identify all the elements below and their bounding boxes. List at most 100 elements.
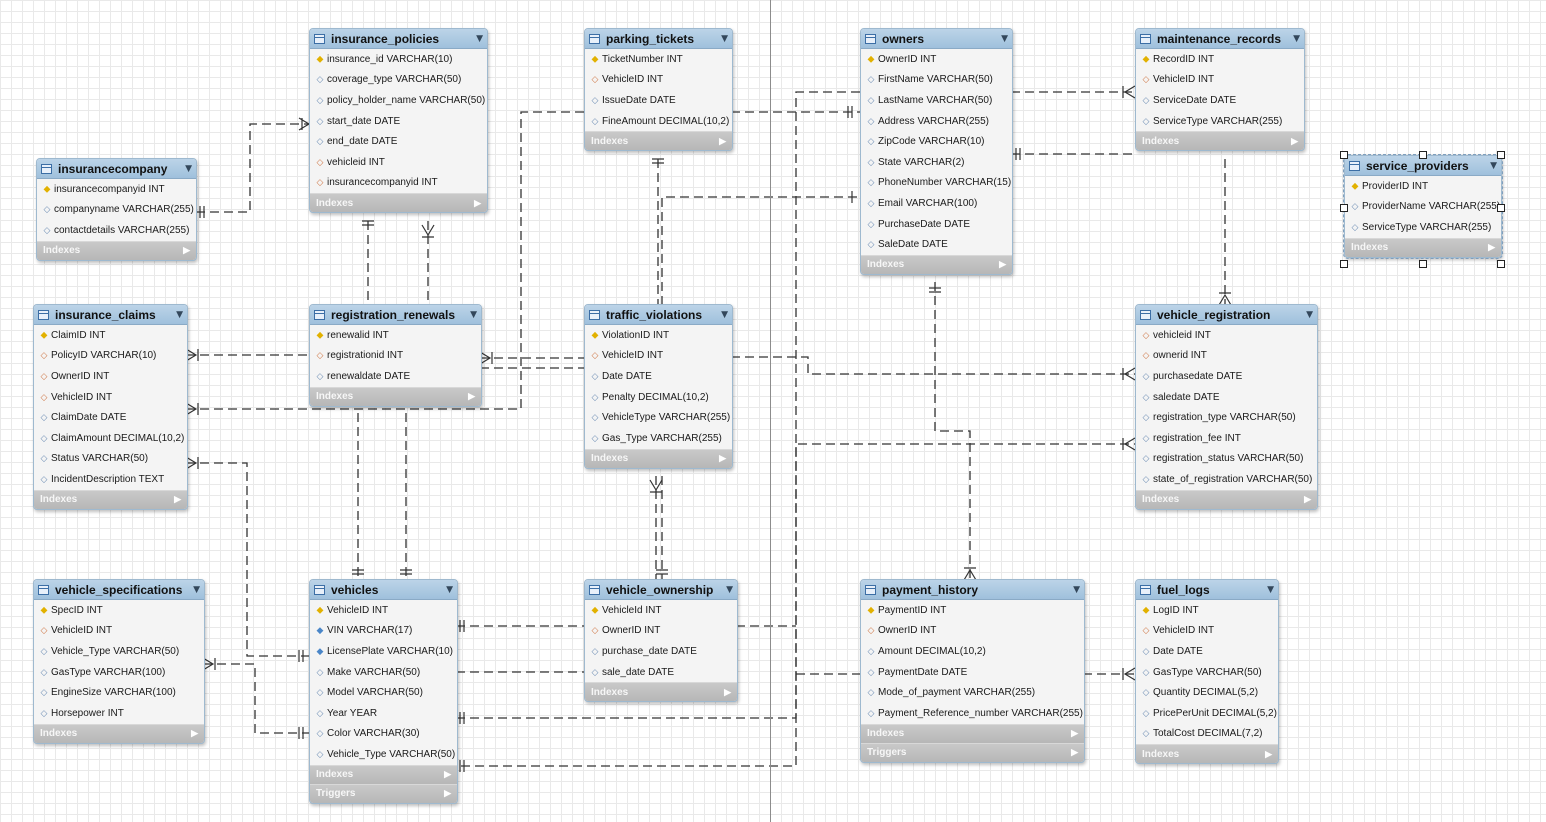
resize-handle-mr[interactable] (1497, 204, 1505, 212)
column-row[interactable]: ◇vehicleid INT (310, 152, 487, 173)
column-row[interactable]: ◇VehicleID INT (34, 387, 187, 408)
table-traffic-violations[interactable]: traffic_violations▼⬥ViolationID INT ◇Vehi… (584, 304, 733, 469)
column-row[interactable]: ◇ServiceDate DATE (1136, 90, 1304, 111)
column-row[interactable]: ◇purchase_date DATE (585, 641, 737, 662)
resize-handle-bl[interactable] (1340, 260, 1348, 268)
column-row[interactable]: ⬥SpecID INT (34, 600, 204, 621)
column-row[interactable]: ◇Date DATE (585, 366, 732, 387)
table-vehicles[interactable]: vehicles▼⬥VehicleID INT◆VIN VARCHAR(17)◆… (309, 579, 458, 804)
expand-arrow-icon[interactable]: ▶ (719, 135, 726, 146)
column-row[interactable]: ◇VehicleID INT (1136, 70, 1304, 91)
collapse-caret-icon[interactable]: ▼ (193, 584, 200, 595)
column-row[interactable]: ⬥ViolationID INT (585, 325, 732, 346)
table-vehicle-registration[interactable]: vehicle_registration▼◇vehicleid INT◇owne… (1135, 304, 1318, 510)
column-row[interactable]: ◆VIN VARCHAR(17) (310, 621, 457, 642)
table-header[interactable]: parking_tickets▼ (585, 29, 732, 49)
section-indexes[interactable]: Indexes▶ (34, 489, 187, 509)
table-vehicle-ownership[interactable]: vehicle_ownership▼⬥VehicleId INT◇OwnerID… (584, 579, 738, 703)
column-row[interactable]: ◇registration_fee INT (1136, 428, 1317, 449)
column-row[interactable]: ⬥renewalid INT (310, 325, 481, 346)
table-parking-tickets[interactable]: parking_tickets▼⬥TicketNumber INT◇Vehicl… (584, 28, 733, 152)
resize-handle-bc[interactable] (1419, 260, 1427, 268)
table-fuel-logs[interactable]: fuel_logs▼⬥LogID INT◇VehicleID INT◇Date … (1135, 579, 1279, 765)
section-indexes[interactable]: Indexes▶ (310, 386, 481, 406)
collapse-caret-icon[interactable]: ▼ (1306, 309, 1313, 320)
collapse-caret-icon[interactable]: ▼ (1001, 33, 1008, 44)
column-row[interactable]: ⬥insurance_id VARCHAR(10) (310, 49, 487, 70)
column-row[interactable]: ◇end_date DATE (310, 131, 487, 152)
column-row[interactable]: ◇GasType VARCHAR(50) (1136, 662, 1278, 683)
expand-arrow-icon[interactable]: ▶ (1304, 494, 1311, 505)
column-row[interactable]: ◇VehicleType VARCHAR(255) (585, 407, 732, 428)
expand-arrow-icon[interactable]: ▶ (183, 245, 190, 256)
table-registration-renewals[interactable]: registration_renewals▼⬥renewalid INT◇reg… (309, 304, 482, 407)
expand-arrow-icon[interactable]: ▶ (719, 453, 726, 464)
table-header[interactable]: vehicle_ownership▼ (585, 580, 737, 600)
table-header[interactable]: insurance_policies▼ (310, 29, 487, 49)
table-insurance-claims[interactable]: insurance_claims▼⬥ClaimID INT◇PolicyID V… (33, 304, 188, 510)
expand-arrow-icon[interactable]: ▶ (444, 769, 451, 780)
column-row[interactable]: ◇State VARCHAR(2) (861, 152, 1012, 173)
collapse-caret-icon[interactable]: ▼ (721, 309, 728, 320)
expand-arrow-icon[interactable]: ▶ (1265, 748, 1272, 759)
collapse-caret-icon[interactable]: ▼ (446, 584, 453, 595)
expand-arrow-icon[interactable]: ▶ (1291, 135, 1298, 146)
expand-arrow-icon[interactable]: ▶ (724, 686, 731, 697)
table-header[interactable]: fuel_logs▼ (1136, 580, 1278, 600)
table-header[interactable]: owners▼ (861, 29, 1012, 49)
column-row[interactable]: ◇insurancecompanyid INT (310, 173, 487, 194)
table-insurance-policies[interactable]: insurance_policies▼⬥insurance_id VARCHAR… (309, 28, 488, 214)
column-row[interactable]: ◇OwnerID INT (585, 621, 737, 642)
column-row[interactable]: ◆LicensePlate VARCHAR(10) (310, 641, 457, 662)
column-row[interactable]: ◇registration_type VARCHAR(50) (1136, 407, 1317, 428)
section-indexes[interactable]: Indexes▶ (861, 254, 1012, 274)
column-row[interactable]: ◇Date DATE (1136, 641, 1278, 662)
column-row[interactable]: ⬥VehicleID INT (310, 600, 457, 621)
column-row[interactable]: ◇Vehicle_Type VARCHAR(50) (310, 744, 457, 765)
column-row[interactable]: ◇EngineSize VARCHAR(100) (34, 682, 204, 703)
column-row[interactable]: ⬥RecordID INT (1136, 49, 1304, 70)
section-indexes[interactable]: Indexes▶ (1136, 744, 1278, 764)
column-row[interactable]: ⬥LogID INT (1136, 600, 1278, 621)
section-indexes[interactable]: Indexes▶ (1136, 489, 1317, 509)
collapse-caret-icon[interactable]: ▼ (476, 33, 483, 44)
expand-arrow-icon[interactable]: ▶ (1071, 728, 1078, 739)
column-row[interactable]: ◇Model VARCHAR(50) (310, 682, 457, 703)
resize-handle-ml[interactable] (1340, 204, 1348, 212)
column-row[interactable]: ◇PaymentDate DATE (861, 662, 1084, 683)
section-indexes[interactable]: Indexes▶ (1345, 237, 1501, 257)
resize-handle-tl[interactable] (1340, 151, 1348, 159)
collapse-caret-icon[interactable]: ▼ (1073, 584, 1080, 595)
column-row[interactable]: ◇VehicleID INT (34, 621, 204, 642)
table-header[interactable]: insurance_claims▼ (34, 305, 187, 325)
column-row[interactable]: ◇vehicleid INT (1136, 325, 1317, 346)
column-row[interactable]: ◇sale_date DATE (585, 662, 737, 683)
table-payment-history[interactable]: payment_history▼⬥PaymentID INT◇OwnerID I… (860, 579, 1085, 763)
table-maintenance-records[interactable]: maintenance_records▼⬥RecordID INT◇Vehicl… (1135, 28, 1305, 152)
expand-arrow-icon[interactable]: ▶ (444, 788, 451, 799)
column-row[interactable]: ◇Year YEAR (310, 703, 457, 724)
column-row[interactable]: ◇ClaimDate DATE (34, 407, 187, 428)
table-header[interactable]: traffic_violations▼ (585, 305, 732, 325)
section-indexes[interactable]: Indexes▶ (34, 723, 204, 743)
column-row[interactable]: ◇TotalCost DECIMAL(7,2) (1136, 724, 1278, 745)
column-row[interactable]: ◇Payment_Reference_number VARCHAR(255) (861, 703, 1084, 724)
table-vehicle-specifications[interactable]: vehicle_specifications▼⬥SpecID INT◇Vehic… (33, 579, 205, 744)
collapse-caret-icon[interactable]: ▼ (1490, 160, 1497, 171)
collapse-caret-icon[interactable]: ▼ (1267, 584, 1274, 595)
column-row[interactable]: ◇Email VARCHAR(100) (861, 193, 1012, 214)
column-row[interactable]: ◇companyname VARCHAR(255) (37, 200, 196, 221)
resize-handle-tc[interactable] (1419, 151, 1427, 159)
column-row[interactable]: ◇OwnerID INT (861, 621, 1084, 642)
table-service-providers[interactable]: service_providers▼⬥ProviderID INT◇Provid… (1343, 154, 1503, 259)
table-header[interactable]: vehicles▼ (310, 580, 457, 600)
collapse-caret-icon[interactable]: ▼ (176, 309, 183, 320)
collapse-caret-icon[interactable]: ▼ (726, 584, 733, 595)
section-indexes[interactable]: Indexes▶ (585, 448, 732, 468)
table-header[interactable]: vehicle_registration▼ (1136, 305, 1317, 325)
collapse-caret-icon[interactable]: ▼ (470, 309, 477, 320)
table-header[interactable]: insurancecompany▼ (37, 159, 196, 179)
column-row[interactable]: ◇IncidentDescription TEXT (34, 469, 187, 490)
column-row[interactable]: ◇OwnerID INT (34, 366, 187, 387)
column-row[interactable]: ◇purchasedate DATE (1136, 366, 1317, 387)
